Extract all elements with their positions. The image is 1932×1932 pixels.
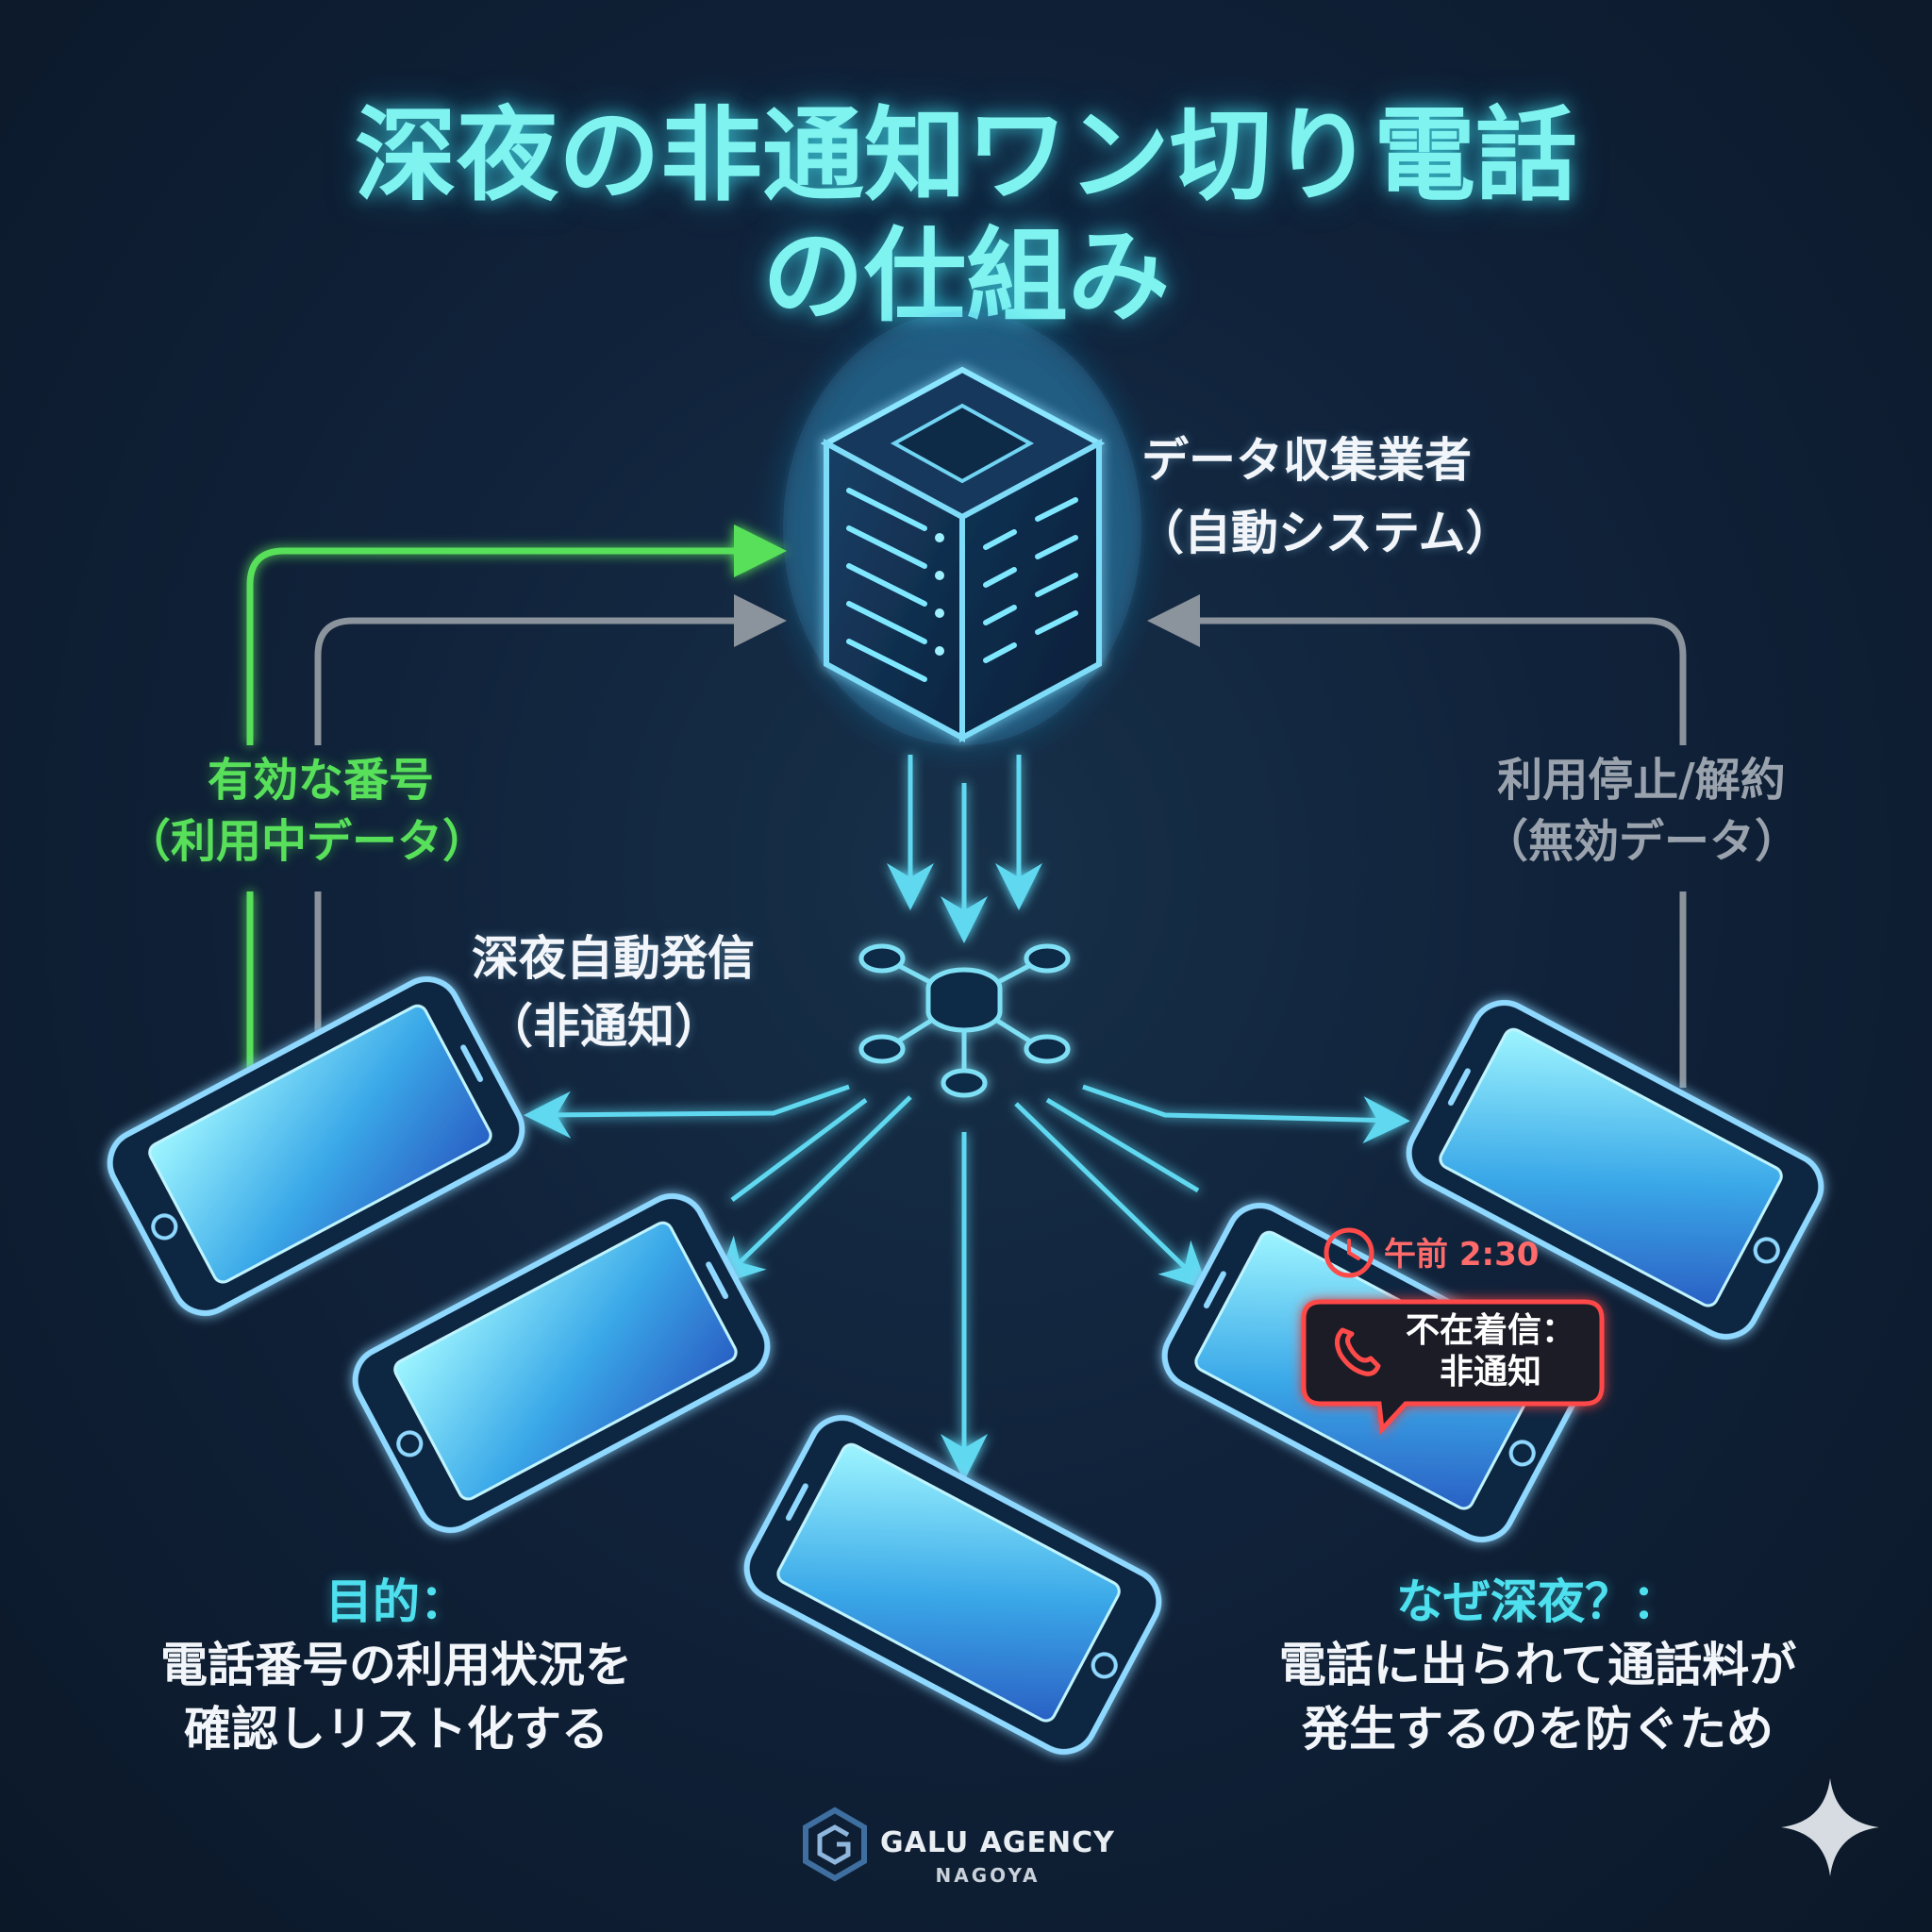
page-title-line1: 深夜の非通知ワン切り電話 [354,97,1577,215]
dialer-label-line2: （非通知） [486,999,722,1054]
valid-feedback-arrow [246,525,787,1088]
logo-mark-icon [803,1807,867,1882]
server-icon [783,311,1141,745]
phone-center-left [352,1193,771,1533]
server-label-line2: （自動システム） [1137,506,1513,560]
valid-label-line2: （利用中データ） [125,815,488,868]
sparkle-icon [1781,1778,1879,1876]
invalid-label-line2: （無効データ） [1482,815,1800,868]
invalid-feedback-arrow-right [1147,594,1687,1088]
missed-call-time: 午前 2:30 [1384,1236,1540,1274]
invalid-feedback-arrow-left [314,594,787,1041]
network-hub-icon [858,943,1071,1098]
purpose-heading: 目的： [325,1574,467,1629]
server-to-hub-arrows [887,755,1042,943]
why-night-line1: 電話に出られて通話料が [1278,1638,1797,1692]
call-arrows [524,1084,1410,1481]
logo-sub: NAGOYA [935,1864,1041,1887]
phone-bottom [743,1415,1162,1755]
why-night-line2: 発生するのを防ぐため [1302,1702,1774,1757]
phone-right [1406,1000,1824,1340]
phone-call-icon [1335,1327,1381,1376]
valid-label-line1: 有効な番号 [207,754,434,807]
clock-icon [1324,1227,1374,1278]
server-label-line1: データ収集業者 [1141,433,1472,488]
invalid-label-line1: 利用停止/解約 [1497,754,1786,807]
missed-call-text-line2: 非通知 [1439,1353,1541,1391]
purpose-line2: 確認しリスト化する [184,1702,608,1757]
missed-call-text-line1: 不在着信： [1405,1311,1575,1350]
purpose-line1: 電話番号の利用状況を [160,1638,632,1692]
phone-left [107,976,525,1316]
dialer-label-line1: 深夜自動発信 [472,931,755,986]
missed-call-bubble [1301,1299,1605,1435]
why-night-heading: なぜ深夜？： [1396,1574,1679,1629]
logo-name: GALU AGENCY [880,1826,1115,1859]
